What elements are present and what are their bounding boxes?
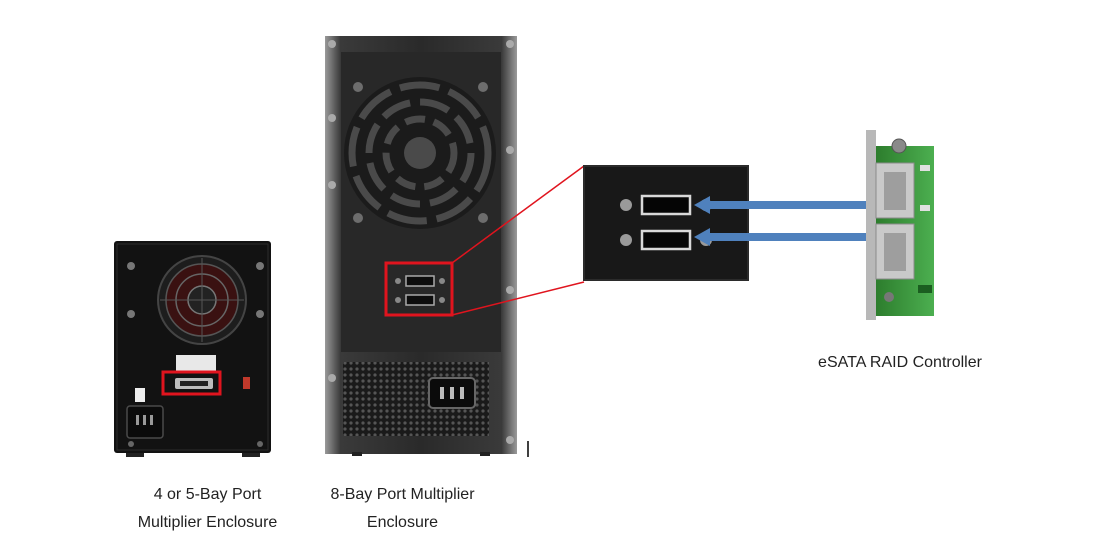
raid-controller-card (866, 130, 934, 320)
power-socket-icon (428, 377, 476, 409)
screw-icon (353, 213, 363, 223)
controller-label-text: eSATA RAID Controller (818, 354, 982, 371)
small-enclosure-port-highlight (161, 370, 222, 396)
zoom-callout (451, 165, 749, 316)
power-switch-icon (135, 388, 145, 402)
esata-port-icon (875, 223, 915, 280)
screw-icon (884, 292, 894, 302)
connection-arrow-bottom (694, 228, 870, 246)
connection-arrow-top (694, 196, 870, 214)
large-enclosure-port-highlight (384, 261, 454, 317)
large-enclosure (325, 36, 517, 456)
esata-port-icon (395, 275, 445, 287)
power-socket-icon (126, 405, 164, 439)
screw-icon (127, 310, 135, 318)
small-enclosure-label: 4 or 5-Bay Port Multiplier Enclosure (115, 481, 300, 537)
large-enclosure-label-line2: Enclosure (366, 514, 439, 531)
led-indicator-icon (243, 377, 250, 389)
large-enclosure-label: 8-Bay Port Multiplier Enclosure (305, 481, 500, 537)
esata-port-icon (395, 294, 445, 306)
large-enclosure-label-line1: 8-Bay Port Multiplier (330, 486, 475, 503)
zoomed-port-panel (584, 166, 748, 280)
screw-icon (478, 213, 488, 223)
esata-port-icon (175, 378, 213, 389)
esata-port-icon (875, 162, 915, 219)
screw-icon (478, 82, 488, 92)
screw-icon (891, 138, 907, 154)
screw-icon (127, 262, 135, 270)
card-bracket (866, 130, 876, 320)
fan-grille-icon (344, 77, 496, 229)
fan-grille-icon (157, 255, 247, 345)
controller-label: eSATA RAID Controller (790, 349, 1010, 377)
label-sticker (176, 355, 216, 372)
callout-line-bottom (451, 281, 585, 316)
small-enclosure-label-line1: 4 or 5-Bay Port (153, 486, 262, 503)
small-enclosure (114, 241, 271, 457)
screw-icon (353, 82, 363, 92)
small-enclosure-label-line2: Multiplier Enclosure (137, 514, 278, 531)
screw-icon (256, 262, 264, 270)
screw-icon (256, 310, 264, 318)
callout-line-top (451, 165, 585, 264)
